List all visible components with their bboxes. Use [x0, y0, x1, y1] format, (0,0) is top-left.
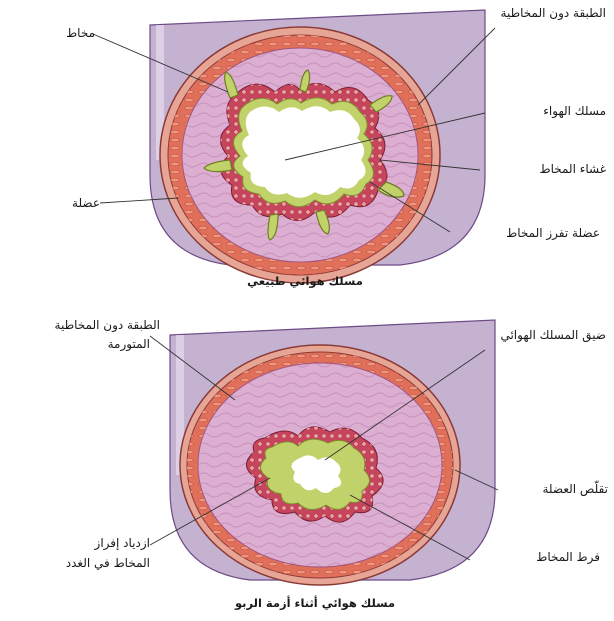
- label-excess-mucus: فرط المخاط: [450, 550, 600, 565]
- label-mucus-gland: عضلة تفرز المخاط: [420, 226, 600, 241]
- asthma-airway: [170, 320, 495, 585]
- normal-airway: [150, 10, 485, 283]
- label-narrowed-airway: ضيق المسلك الهوائي: [440, 328, 606, 343]
- label-mucous-membrane: غشاء المخاط: [470, 162, 606, 177]
- airway-lumen: [242, 106, 365, 198]
- label-swollen-submucosa-2: المتورمة: [10, 337, 150, 352]
- label-mucus: مخاط: [40, 26, 95, 41]
- label-airway: مسلك الهواء: [480, 104, 606, 119]
- caption-normal-airway: مسلك هوائي طبيعي: [215, 274, 395, 288]
- label-excess-secretion-1: ازدياد إفراز: [10, 536, 150, 551]
- caption-asthma-airway: مسلك هوائي أثناء أزمة الربو: [220, 596, 410, 610]
- label-muscle: عضلة: [30, 196, 100, 211]
- label-swollen-submucosa-1: الطبقة دون المخاطية: [10, 318, 160, 333]
- label-muscle-contraction: تقلّص العضلة: [490, 482, 608, 497]
- label-submucosa: الطبقة دون المخاطية: [420, 6, 606, 21]
- label-excess-secretion-2: المخاط في الغدد: [10, 556, 150, 571]
